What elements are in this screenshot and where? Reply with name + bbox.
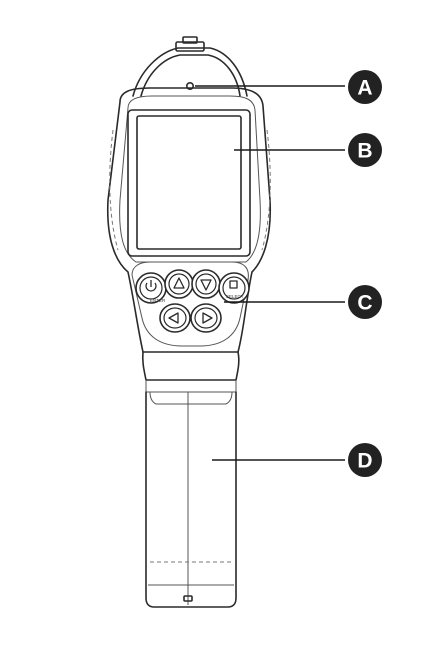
callout-a: A [195, 70, 382, 104]
up-button[interactable] [164, 269, 194, 299]
menu-square-icon [229, 280, 238, 289]
callout-c: C [224, 285, 382, 319]
left-button[interactable] [159, 303, 191, 333]
callout-label: C [357, 292, 372, 315]
left-arrow-icon [168, 312, 179, 324]
power-button-label: ENTER [150, 298, 166, 303]
power-enter-button[interactable]: ENTER [135, 272, 167, 304]
up-arrow-icon [173, 277, 185, 289]
callout-label: A [357, 77, 372, 100]
camera-head [106, 87, 272, 353]
laser-pointer-lens [186, 82, 195, 91]
strap-loop [132, 36, 248, 97]
lcd-screen [127, 109, 251, 257]
down-arrow-icon [200, 279, 212, 291]
select-button[interactable]: SELECT [218, 272, 250, 304]
handle-grip [145, 391, 237, 608]
callout-d: D [212, 443, 382, 477]
keypad: ENTER SELECT [131, 261, 250, 347]
callout-label: D [357, 450, 372, 473]
right-button[interactable] [190, 303, 222, 333]
callout-label: B [357, 140, 372, 163]
handle-neck [141, 351, 240, 405]
down-button[interactable] [191, 269, 221, 299]
callout-b: B [234, 133, 382, 167]
select-button-label: SELECT [226, 294, 244, 299]
right-arrow-icon [202, 312, 213, 324]
